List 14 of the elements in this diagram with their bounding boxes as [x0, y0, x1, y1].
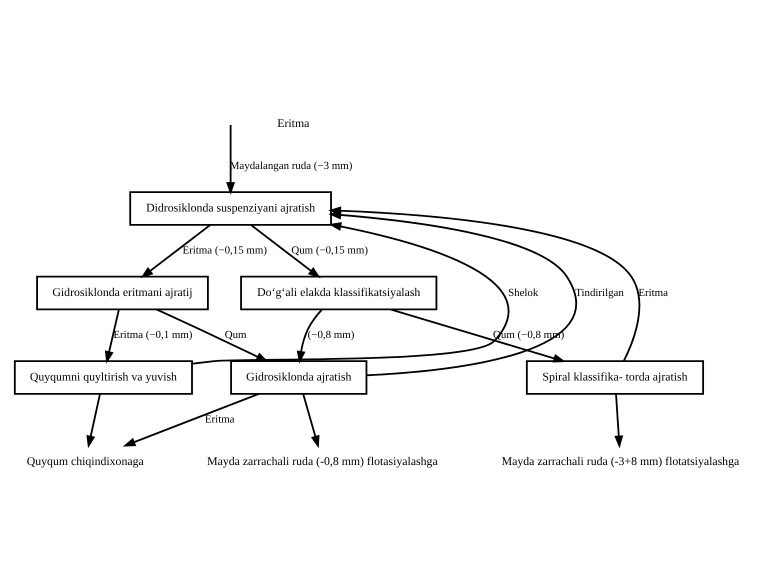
edge-label: (−0,8 mm): [308, 329, 354, 342]
edge-label: Qum (−0,15 mm): [291, 244, 368, 257]
edge-label: Tindirilgan: [575, 286, 624, 299]
node-text: Mayda zarrachali ruda (-0,8 mm) flotasiyalashga: [207, 454, 438, 468]
label: Eritma: [277, 116, 310, 130]
node-text: Quyqum chiqindixonaga: [26, 454, 144, 468]
edge-label: Eritma (−0,15 mm): [182, 244, 267, 257]
node-text: Mayda zarrachali ruda (-3+8 mm) flotatsiyalashga: [502, 454, 740, 468]
edge-label: Eritma (−0,1 mm): [113, 329, 192, 342]
edge-label: Eritma: [638, 286, 668, 299]
edge-label: Shelok: [508, 286, 538, 299]
edge-label: Maydalangan ruda (−3 mm): [230, 160, 352, 172]
edge-label: Eritma: [204, 414, 235, 426]
edge-label: Qum: [224, 329, 247, 342]
